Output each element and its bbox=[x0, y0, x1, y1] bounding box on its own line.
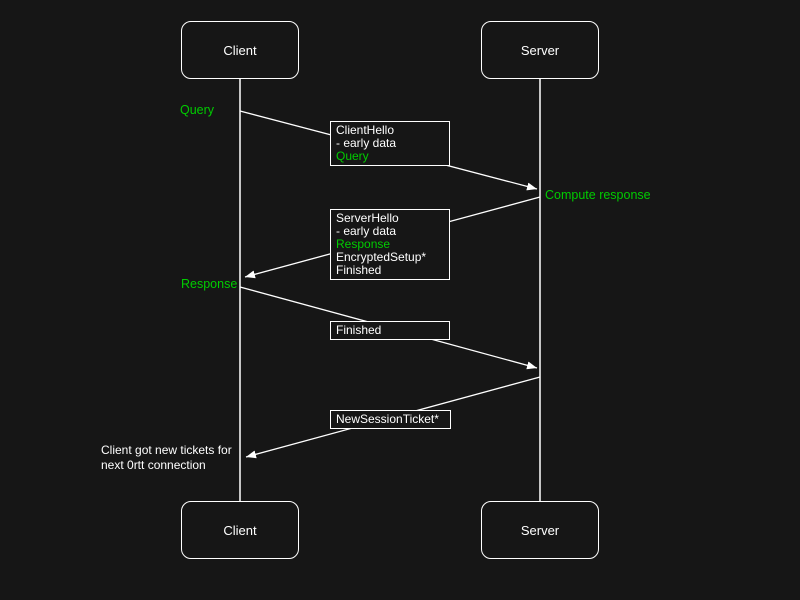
message-line-response: Response bbox=[336, 237, 391, 251]
actor-box-server-bottom: Server bbox=[481, 501, 599, 559]
message-line: - early data bbox=[336, 136, 397, 150]
message-line: Finished bbox=[336, 323, 382, 337]
label-compute-response: Compute response bbox=[545, 188, 651, 202]
actor-label-server-top: Server bbox=[520, 42, 560, 58]
label-query: Query bbox=[180, 103, 215, 117]
actor-label-client-top: Client bbox=[223, 42, 257, 58]
message-line: NewSessionTicket* bbox=[336, 412, 439, 426]
message-box-finished: Finished bbox=[330, 321, 450, 340]
label-response: Response bbox=[181, 277, 238, 291]
note-line-2: next 0rtt connection bbox=[101, 458, 206, 472]
message-line: - early data bbox=[336, 224, 397, 238]
message-box-serverhello: ServerHello - early data Response Encryp… bbox=[330, 209, 450, 280]
note-new-tickets: Client got new tickets for next 0rtt con… bbox=[101, 443, 232, 473]
message-line: EncryptedSetup* bbox=[336, 250, 427, 264]
actor-label-client-bottom: Client bbox=[223, 522, 257, 538]
message-line: ClientHello bbox=[336, 123, 395, 137]
actor-box-server-top: Server bbox=[481, 21, 599, 79]
message-box-newsessionticket: NewSessionTicket* bbox=[330, 410, 451, 429]
message-line: ServerHello bbox=[336, 211, 399, 225]
message-line-query: Query bbox=[336, 149, 369, 163]
message-line: Finished bbox=[336, 263, 382, 277]
actor-label-server-bottom: Server bbox=[520, 522, 560, 538]
actor-box-client-bottom: Client bbox=[181, 501, 299, 559]
note-line-1: Client got new tickets for bbox=[101, 443, 232, 457]
message-box-clienthello: ClientHello - early data Query bbox=[330, 121, 450, 166]
actor-box-client-top: Client bbox=[181, 21, 299, 79]
